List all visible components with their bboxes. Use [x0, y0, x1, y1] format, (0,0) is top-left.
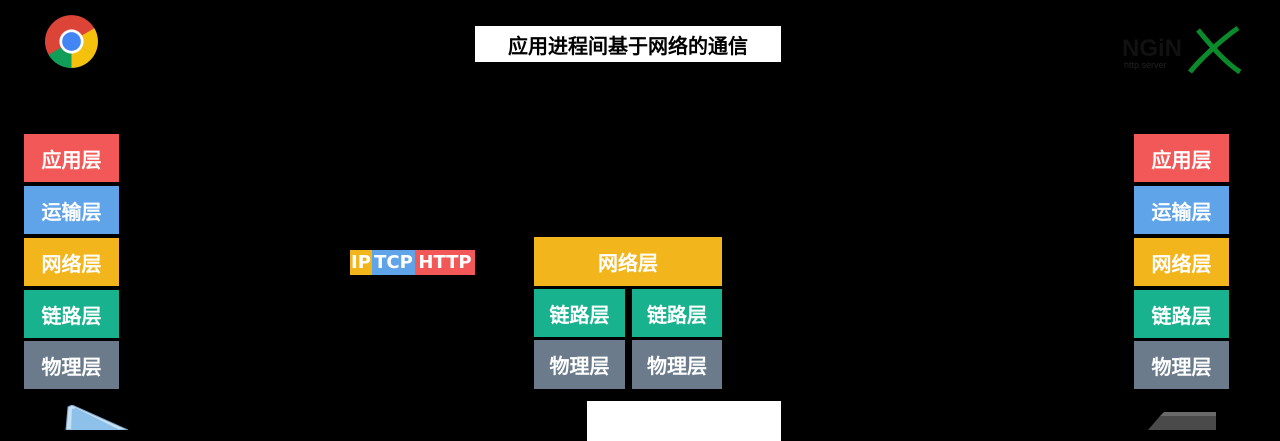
client-application-layer: 应用层 [24, 134, 119, 182]
router-network-layer: 网络层 [534, 237, 722, 286]
router-device [587, 401, 781, 441]
diagram-title: 应用进程间基于网络的通信 [475, 26, 781, 62]
chrome-logo-icon [44, 14, 99, 69]
router-link-layer-right: 链路层 [632, 289, 722, 337]
server-transport-layer: 运输层 [1134, 186, 1229, 234]
server-computer-icon [1148, 412, 1218, 430]
router-link-layer-left: 链路层 [534, 289, 625, 337]
client-transport-layer: 运输层 [24, 186, 119, 234]
server-link-layer: 链路层 [1134, 290, 1229, 338]
packet-tcp-header: TCP [372, 250, 415, 275]
nginx-logo-icon: NGiN http server [1118, 22, 1248, 76]
packet-ip-header: IP [350, 250, 372, 275]
svg-text:NGiN: NGiN [1122, 35, 1182, 62]
client-physical-layer: 物理层 [24, 341, 119, 389]
server-network-layer: 网络层 [1134, 238, 1229, 286]
router-physical-layer-right: 物理层 [632, 340, 722, 389]
packet-http-header: HTTP [415, 250, 475, 275]
server-physical-layer: 物理层 [1134, 341, 1229, 389]
client-link-layer: 链路层 [24, 290, 119, 338]
client-computer-icon [62, 404, 132, 431]
client-network-layer: 网络层 [24, 238, 119, 286]
server-application-layer: 应用层 [1134, 134, 1229, 182]
router-physical-layer-left: 物理层 [534, 340, 625, 389]
svg-text:http server: http server [1124, 60, 1167, 70]
